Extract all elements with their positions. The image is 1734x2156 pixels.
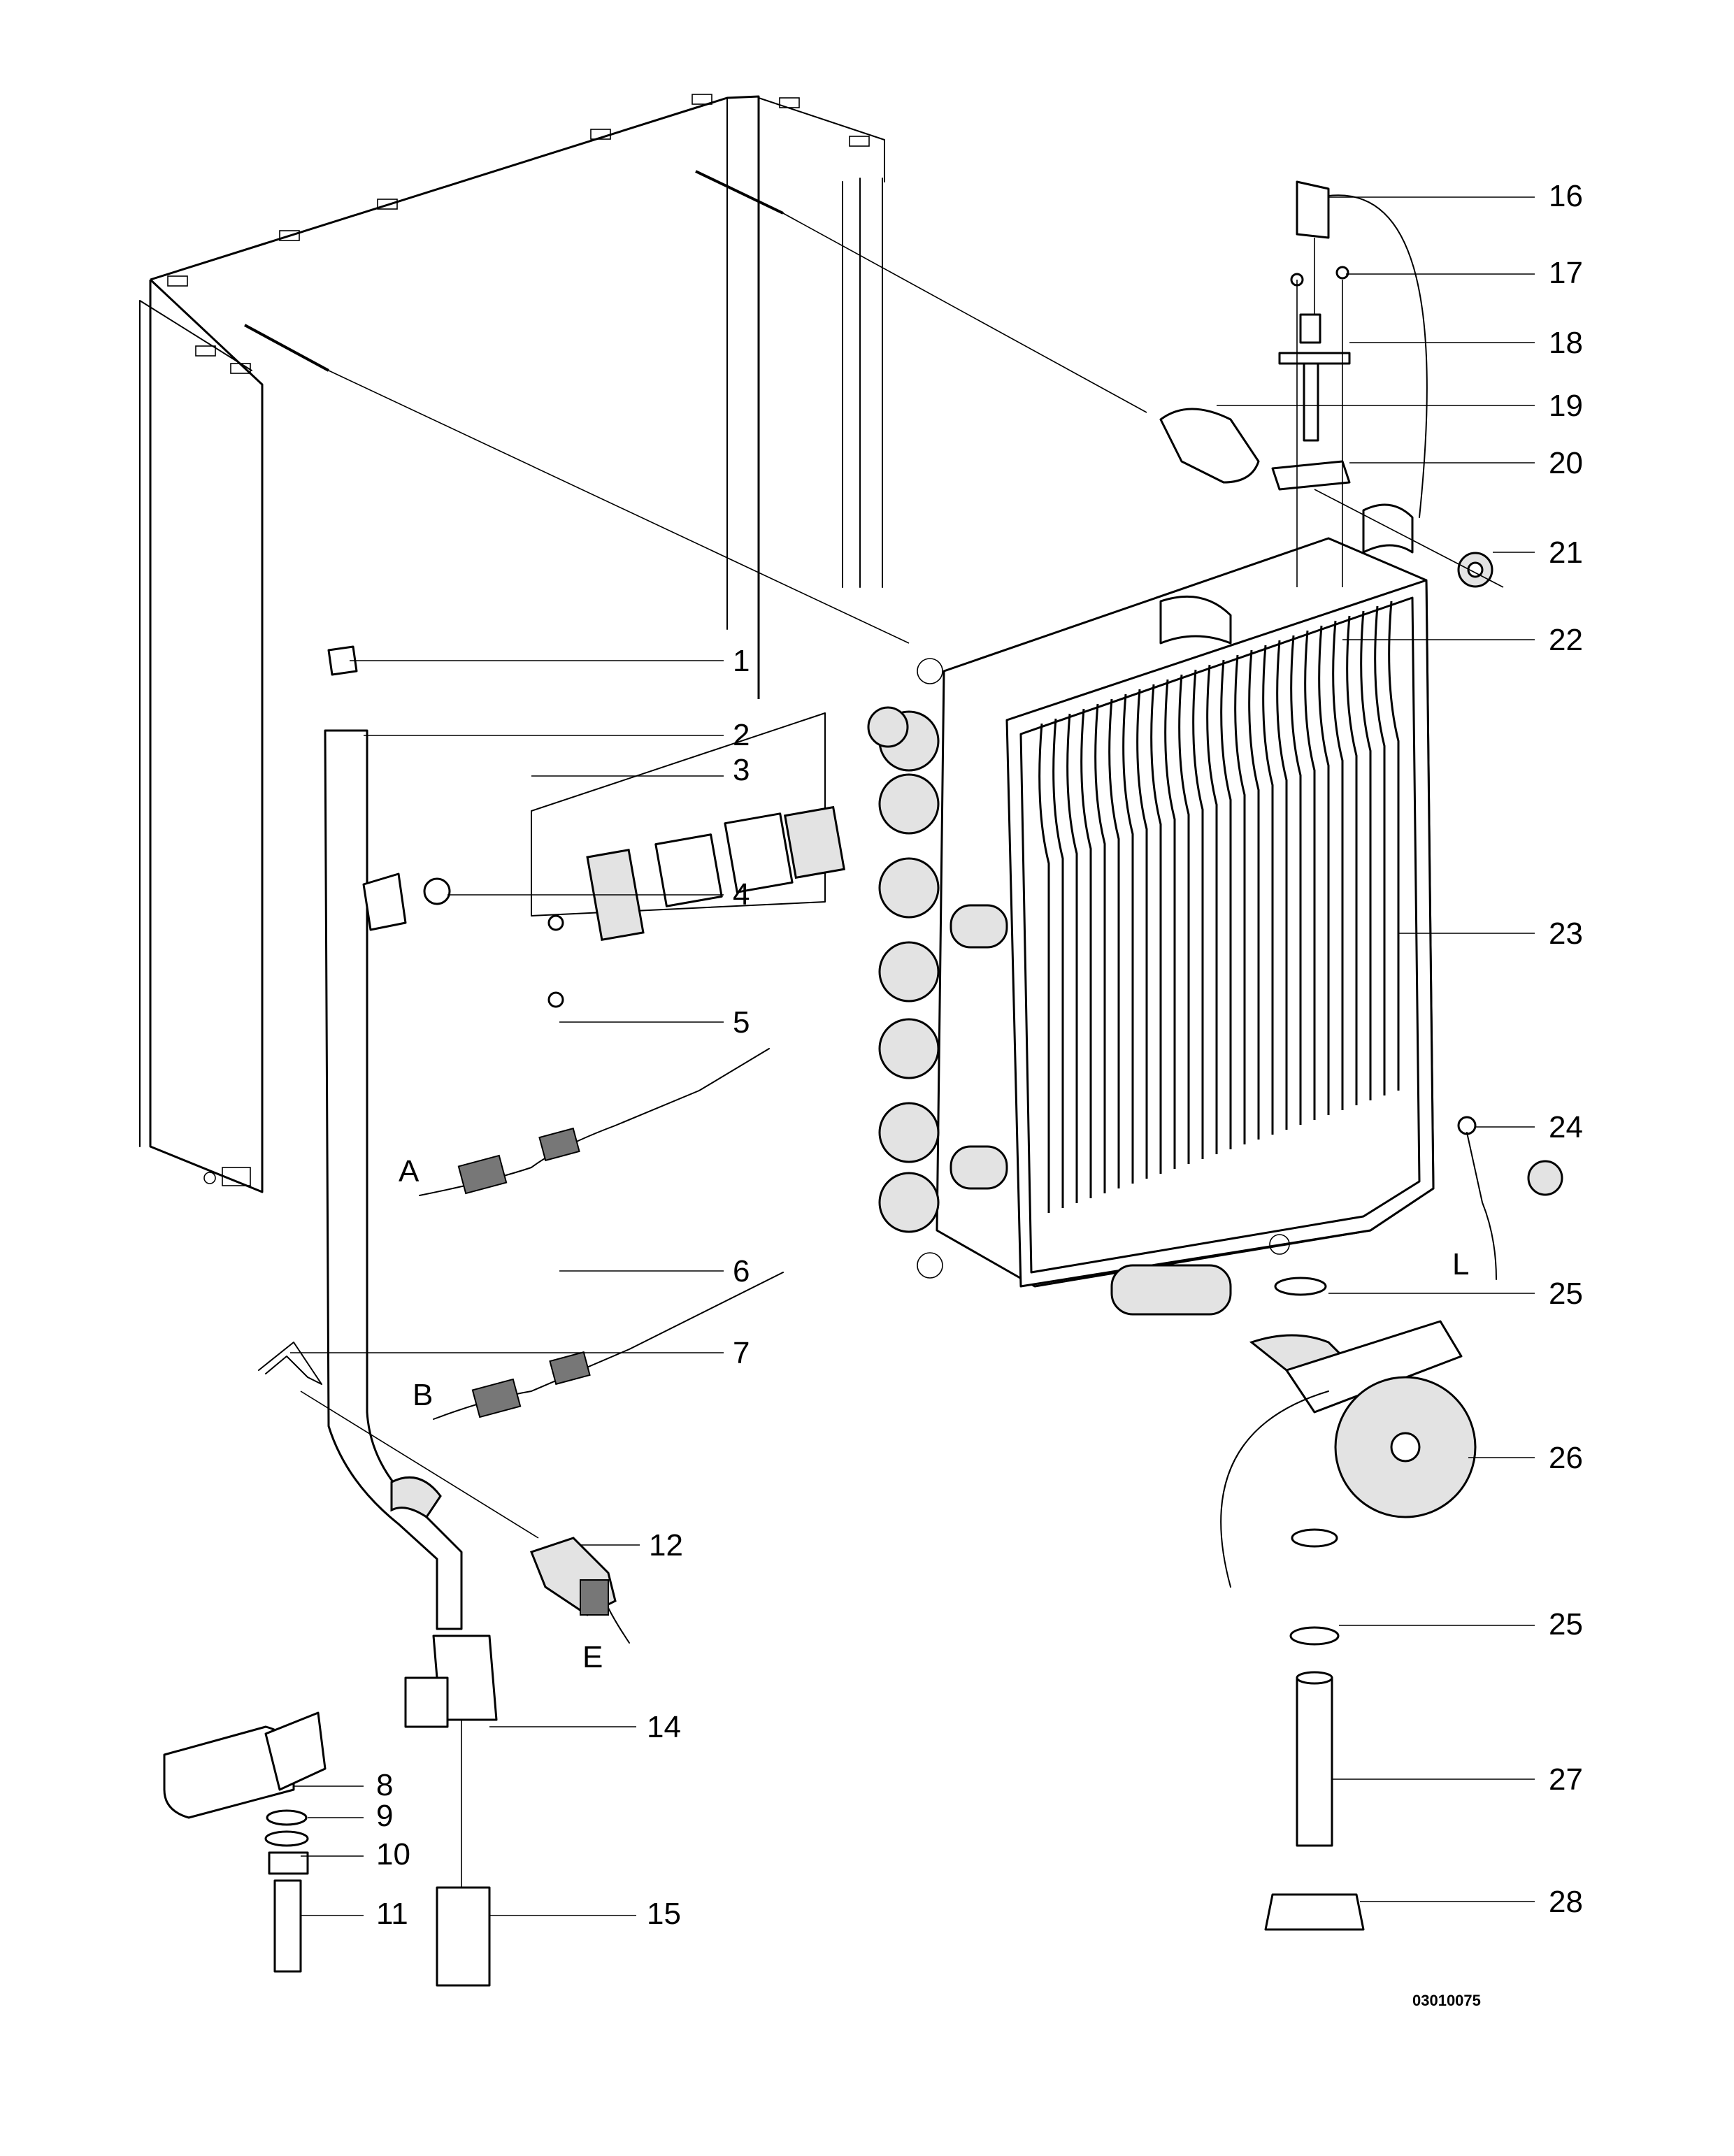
fin-line <box>1388 601 1400 1091</box>
callout-number: 6 <box>733 1254 750 1288</box>
callout-number: 7 <box>733 1336 750 1370</box>
return-bends <box>867 706 1008 1233</box>
fin-line <box>1374 605 1386 1095</box>
fin-line <box>1262 645 1274 1135</box>
callout-number: 11 <box>376 1897 408 1931</box>
sensor-cables <box>419 1048 784 1420</box>
callout-number: 2 <box>733 718 750 752</box>
sensor-bracket <box>423 712 846 1008</box>
callout-number: 1 <box>733 644 750 678</box>
callout-number: 4 <box>733 877 750 912</box>
ignition-electrode <box>1159 180 1504 588</box>
callout-number: 25 <box>1549 1277 1583 1311</box>
fin-line <box>1080 708 1092 1198</box>
connector-label-b: B <box>413 1378 433 1412</box>
fin-line <box>1220 659 1232 1149</box>
callout-number: 19 <box>1549 389 1583 423</box>
heat-exchanger-fins <box>1038 601 1400 1213</box>
fin-line <box>1094 703 1106 1193</box>
fin-line <box>1248 649 1260 1140</box>
connector-label-e: E <box>582 1640 603 1674</box>
callout-number: 21 <box>1549 536 1583 570</box>
drain-valve <box>163 1711 327 1973</box>
fin-line <box>1234 654 1246 1144</box>
fin-line <box>1136 689 1148 1179</box>
callout-number: 23 <box>1549 917 1583 951</box>
fin-line <box>1290 635 1302 1125</box>
callout-number: 3 <box>733 753 750 787</box>
circulating-pump <box>1220 1116 1563 1931</box>
callout-number: 20 <box>1549 446 1583 480</box>
callout-number: 9 <box>376 1799 393 1833</box>
fin-line <box>1066 713 1078 1203</box>
callout-number: 15 <box>647 1897 681 1931</box>
fin-line <box>1122 693 1134 1184</box>
fin-line <box>1178 674 1190 1164</box>
fin-line <box>1318 625 1330 1115</box>
fin-line <box>1346 615 1358 1105</box>
connector-label-l: L <box>1452 1247 1469 1281</box>
casing-panel <box>139 94 885 1193</box>
threaded-rod <box>244 170 1147 644</box>
fin-line <box>1108 698 1120 1188</box>
fin-line <box>1192 669 1204 1159</box>
connector-label-a: A <box>399 1154 420 1188</box>
drawing-number: 03010075 <box>1412 1992 1481 2009</box>
callout-number: 25 <box>1549 1607 1583 1641</box>
fin-line <box>1164 679 1176 1169</box>
callout-number: 8 <box>376 1768 393 1802</box>
callout-number: 22 <box>1549 623 1583 657</box>
callout-number: 17 <box>1549 256 1583 290</box>
callout-number: 27 <box>1549 1762 1583 1797</box>
fin-line <box>1304 630 1316 1120</box>
callout-number: 24 <box>1549 1110 1583 1144</box>
clip <box>258 1342 322 1385</box>
callout-number: 12 <box>649 1528 683 1562</box>
callout-group: 1234567891011121415161718192021222324252… <box>290 179 1583 1931</box>
callout-number: 10 <box>376 1837 410 1871</box>
pressure-sensor <box>300 1390 630 1644</box>
fin-line <box>1038 723 1050 1213</box>
fin-line <box>1150 684 1162 1174</box>
callout-number: 16 <box>1549 179 1583 213</box>
callout-number: 5 <box>733 1005 750 1040</box>
callout-number: 26 <box>1549 1441 1583 1475</box>
callout-number: 14 <box>647 1710 681 1744</box>
fin-line <box>1052 718 1064 1208</box>
fin-line <box>1206 664 1218 1154</box>
callout-number: 28 <box>1549 1885 1583 1919</box>
fin-line <box>1276 640 1288 1130</box>
callout-number: 18 <box>1549 326 1583 360</box>
flow-pipe <box>324 645 498 1987</box>
heat-exchanger <box>917 503 1435 1316</box>
fin-line <box>1360 610 1372 1100</box>
fin-line <box>1332 620 1344 1110</box>
